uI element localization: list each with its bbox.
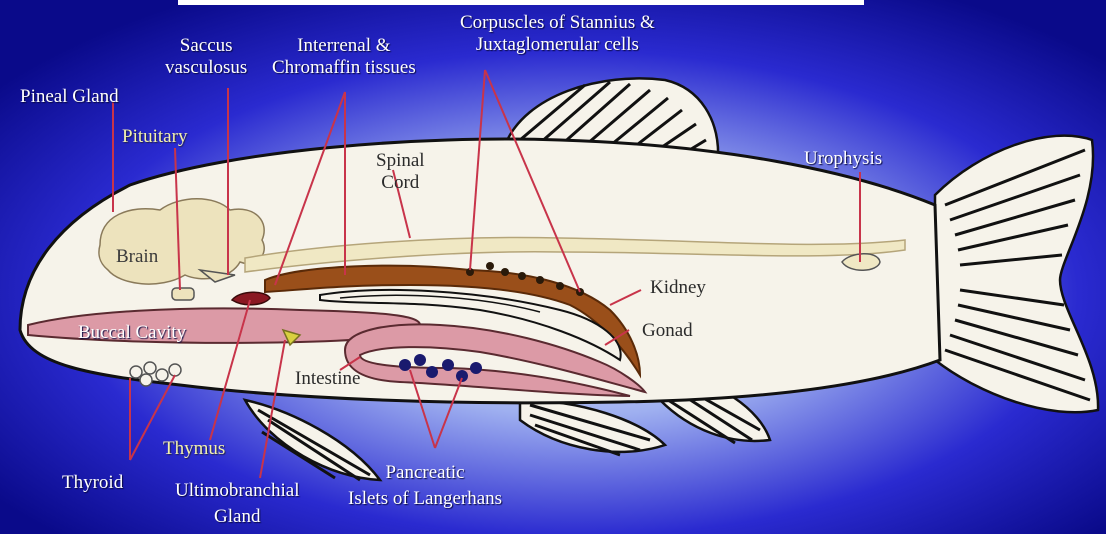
label-pineal-gland: Pineal Gland xyxy=(20,86,119,108)
label-thymus: Thymus xyxy=(163,438,225,460)
label-kidney: Kidney xyxy=(650,277,706,299)
label-buccal-cavity: Buccal Cavity xyxy=(78,322,186,344)
label-interrenal: Interrenal & Chromaffin tissues xyxy=(272,35,416,79)
label-thyroid: Thyroid xyxy=(62,472,123,494)
label-gonad: Gonad xyxy=(642,320,693,342)
top-white-band xyxy=(178,0,864,5)
label-pancreatic-islets: Pancreatic Islets of Langerhans xyxy=(348,462,502,510)
label-corpuscles: Corpuscles of Stannius & Juxtaglomerular… xyxy=(460,12,655,56)
label-ultimobranchial-gland: Ultimobranchial Gland xyxy=(175,480,300,528)
label-pituitary: Pituitary xyxy=(122,126,187,148)
label-urophysis: Urophysis xyxy=(804,148,882,170)
label-brain: Brain xyxy=(116,246,158,268)
pituitary-shape xyxy=(172,288,194,300)
label-intestine: Intestine xyxy=(295,368,360,390)
label-saccus-vasculosus: Saccus vasculosus xyxy=(165,35,247,79)
label-spinal-cord: Spinal Cord xyxy=(376,150,425,194)
